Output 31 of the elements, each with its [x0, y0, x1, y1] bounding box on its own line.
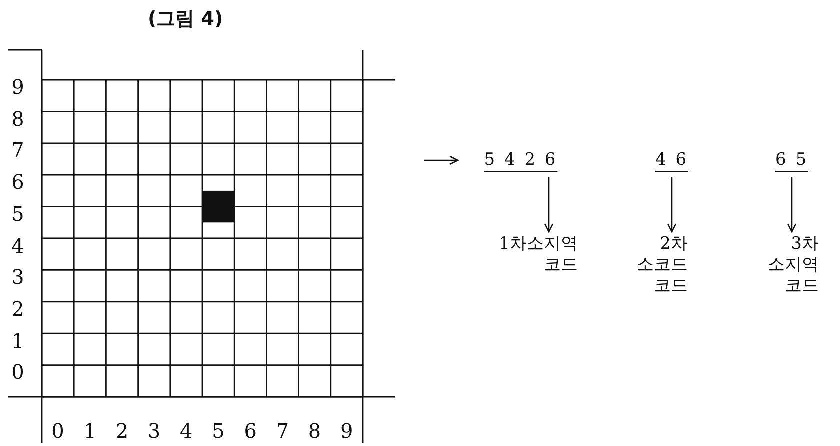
row-number: 6: [10, 171, 26, 194]
column-number: 6: [243, 420, 258, 442]
code-number: 6 5: [758, 150, 826, 171]
code-description: 3차 소지역 코드: [757, 234, 819, 297]
column-number: 1: [82, 420, 98, 442]
column-number: 3: [146, 420, 162, 442]
arrow: [667, 177, 677, 233]
row-number: 5: [10, 202, 26, 225]
row-number: 1: [10, 330, 26, 352]
column-number: 8: [307, 420, 322, 442]
figure-title: (그림 4): [148, 7, 224, 32]
arrow: [424, 156, 459, 166]
row-number: 3: [10, 266, 26, 288]
code-number: 5 4 2 6: [462, 150, 580, 171]
row-number: 7: [10, 139, 26, 162]
row-number: 8: [10, 108, 26, 130]
row-number: 4: [10, 234, 26, 256]
column-number: 4: [179, 420, 194, 442]
row-number: 0: [10, 361, 26, 384]
row-number: 2: [10, 298, 26, 320]
column-number: 9: [340, 420, 354, 442]
code-description: 1차소지역 코드: [466, 234, 578, 276]
arrow: [787, 177, 797, 233]
code-description: 2차 소코드 코드: [628, 234, 688, 297]
arrow: [544, 177, 554, 233]
column-number: 7: [275, 420, 290, 442]
column-number: 5: [211, 420, 226, 442]
column-number: 0: [50, 420, 66, 442]
code-number: 4 6: [638, 150, 706, 171]
column-number: 2: [114, 420, 130, 442]
row-number: 9: [10, 76, 26, 98]
